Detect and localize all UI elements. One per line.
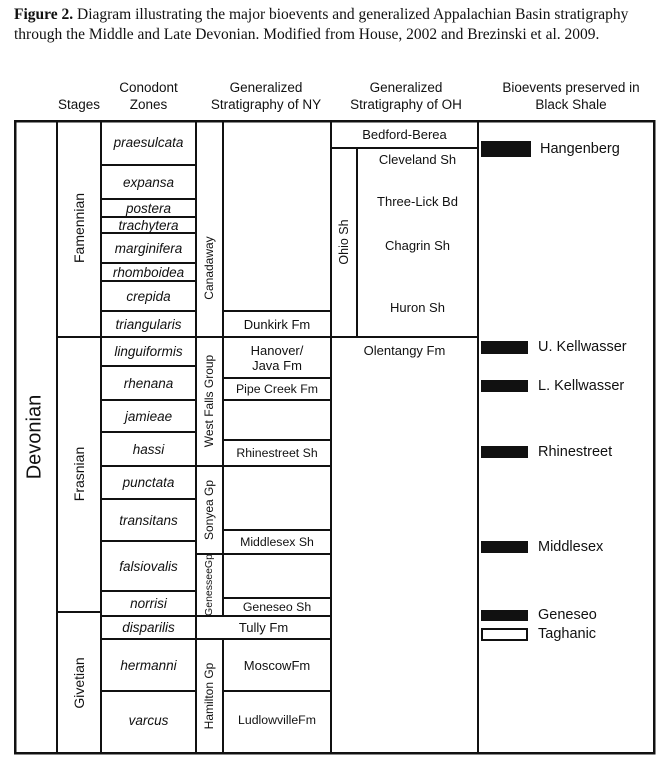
conodont-zone-label: transitans <box>119 512 178 528</box>
bioevent-label: U. Kellwasser <box>538 339 627 355</box>
oh-unit-label: Cleveland Sh <box>378 151 457 167</box>
bioevent-bar-l-kellwasser <box>481 380 528 392</box>
stage-label-givetian: Givetian <box>71 657 87 709</box>
column-header-ny-stratigraphy: Generalized Stratigraphy of NY <box>210 80 322 112</box>
bioevent-label: Geneseo <box>538 607 597 623</box>
conodont-zone-label: hermanni <box>120 657 177 673</box>
bioevent-label: L. Kellwasser <box>538 378 625 394</box>
conodont-zone-label: norrisi <box>130 596 167 611</box>
period-label: Devonian <box>23 394 46 480</box>
bioevent-label: Taghanic <box>538 626 597 642</box>
conodont-zone-label: falsiovalis <box>119 558 178 574</box>
oh-unit-label: Chagrin Sh <box>384 237 451 253</box>
figure-number: Figure 2. <box>14 6 74 23</box>
conodont-zone-label: expansa <box>122 174 175 190</box>
column-header-conodont-zones: Conodont Zones <box>119 80 178 112</box>
ny-formation-label: Tully Fm <box>238 620 289 635</box>
bioevent-bar-u-kellwasser <box>481 341 528 354</box>
ny-formation-label: Rhinestreet Sh <box>236 446 318 460</box>
ny-formation-label: Hanover/ Java Fm <box>250 342 304 373</box>
table-inner-lines <box>56 120 479 754</box>
conodont-zone-label: marginifera <box>114 240 183 256</box>
table-outer-border <box>13 119 656 755</box>
ny-group-label-west-falls: West Falls Group <box>202 354 216 448</box>
bioevent-label: Hangenberg <box>540 141 620 157</box>
ny-formation-label: Middlesex Sh <box>240 535 314 549</box>
conodont-zone-label: hassi <box>132 441 165 457</box>
bioevent-bar-rhinestreet <box>481 446 528 458</box>
figure-caption: Figure 2. Diagram illustrating the major… <box>14 5 654 45</box>
ohio-shale-label: Ohio Sh <box>337 219 351 265</box>
stage-label-famennian: Famennian <box>71 192 87 264</box>
conodont-zone-label: varcus <box>128 712 169 728</box>
conodont-zone-label: postera <box>125 200 172 216</box>
ny-group-label-canadaway: Canadaway <box>202 236 216 300</box>
conodont-zone-label: linguiformis <box>114 344 183 359</box>
conodont-zone-label: disparilis <box>122 620 175 635</box>
ny-group-label-genesee: GenesseeGp <box>203 554 215 616</box>
stage-label-frasnian: Frasnian <box>71 446 87 502</box>
oh-unit-label: Three-Lick Bd <box>377 193 458 209</box>
ny-formation-label: Geneseo Sh <box>242 600 312 614</box>
bioevent-label: Rhinestreet <box>538 444 613 460</box>
column-header-bioevents: Bioevents preserved in Black Shale <box>502 80 640 112</box>
ny-formation-label: Dunkirk Fm <box>243 316 311 332</box>
conodont-zone-label: jamieae <box>124 408 173 424</box>
conodont-zone-label: punctata <box>122 475 175 490</box>
conodont-zone-label: rhenana <box>123 375 174 391</box>
conodont-zone-label: triangularis <box>115 316 182 332</box>
conodont-zone-label: trachytera <box>118 217 179 233</box>
bioevent-label: Middlesex <box>538 539 604 555</box>
conodont-zone-label: praesulcata <box>113 135 184 150</box>
oh-unit-label: Olentangy Fm <box>363 342 446 358</box>
ny-group-label-sonyea: Sonyea Gp <box>202 479 216 541</box>
oh-unit-label: Bedford-Berea <box>362 126 447 142</box>
conodont-zone-label: rhomboidea <box>112 264 185 280</box>
conodont-zone-label: crepida <box>126 288 171 304</box>
ny-formation-label: LudlowvilleFm <box>238 713 316 727</box>
bioevent-bar-hangenberg <box>481 141 531 157</box>
ny-group-label-hamilton: Hamilton Gp <box>202 662 216 730</box>
ny-formation-label: MoscowFm <box>243 657 311 673</box>
oh-unit-label: Huron Sh <box>390 299 445 315</box>
ny-formation-label: Pipe Creek Fm <box>235 382 318 396</box>
column-header-oh-stratigraphy: Generalized Stratigraphy of OH <box>350 80 462 112</box>
bioevent-bar-taghanic <box>481 628 528 641</box>
bioevent-bar-middlesex <box>481 541 528 553</box>
bioevent-bar-geneseo <box>481 610 528 621</box>
column-header-stages: Stages <box>57 97 101 112</box>
figure-caption-text: Diagram illustrating the major bioevents… <box>14 6 629 43</box>
